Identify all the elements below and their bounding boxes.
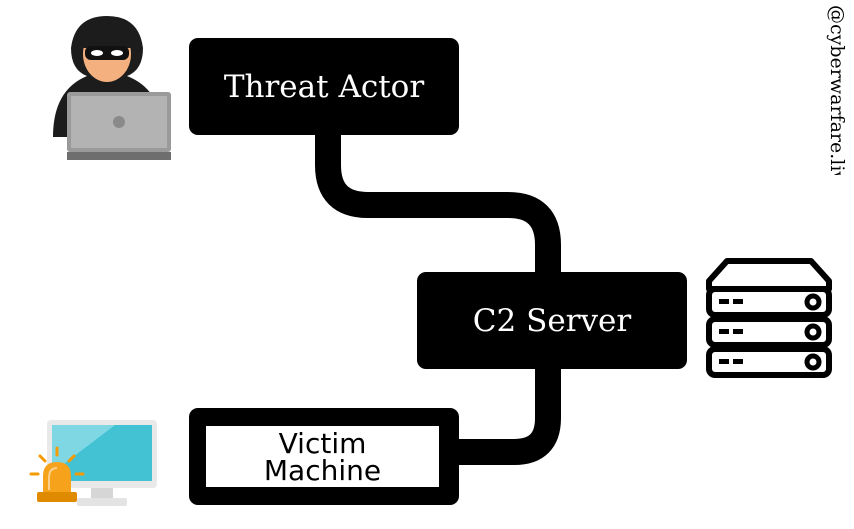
victim-machine-label-box: Victim Machine <box>206 426 439 487</box>
victim-machine-node: Victim Machine <box>189 408 459 505</box>
hacker-laptop-icon <box>53 16 171 160</box>
server-rack-icon <box>706 258 832 378</box>
connector-c2-to-victim <box>450 360 561 465</box>
c2-server-label: C2 Server <box>472 302 632 339</box>
threat-actor-label: Threat Actor <box>223 68 425 105</box>
watermark-text: @cyberwarfare.live <box>826 5 848 175</box>
victim-machine-label-line1: Victim <box>278 426 367 460</box>
computer-monitor-with-alarm-icon <box>29 420 157 506</box>
c2-server-node: C2 Server <box>417 272 687 369</box>
victim-machine-label-line2: Machine <box>263 453 382 487</box>
watermark: @cyberwarfare.live <box>826 5 854 175</box>
connector-threat-to-c2 <box>315 125 561 282</box>
threat-actor-node: Threat Actor <box>189 38 459 135</box>
